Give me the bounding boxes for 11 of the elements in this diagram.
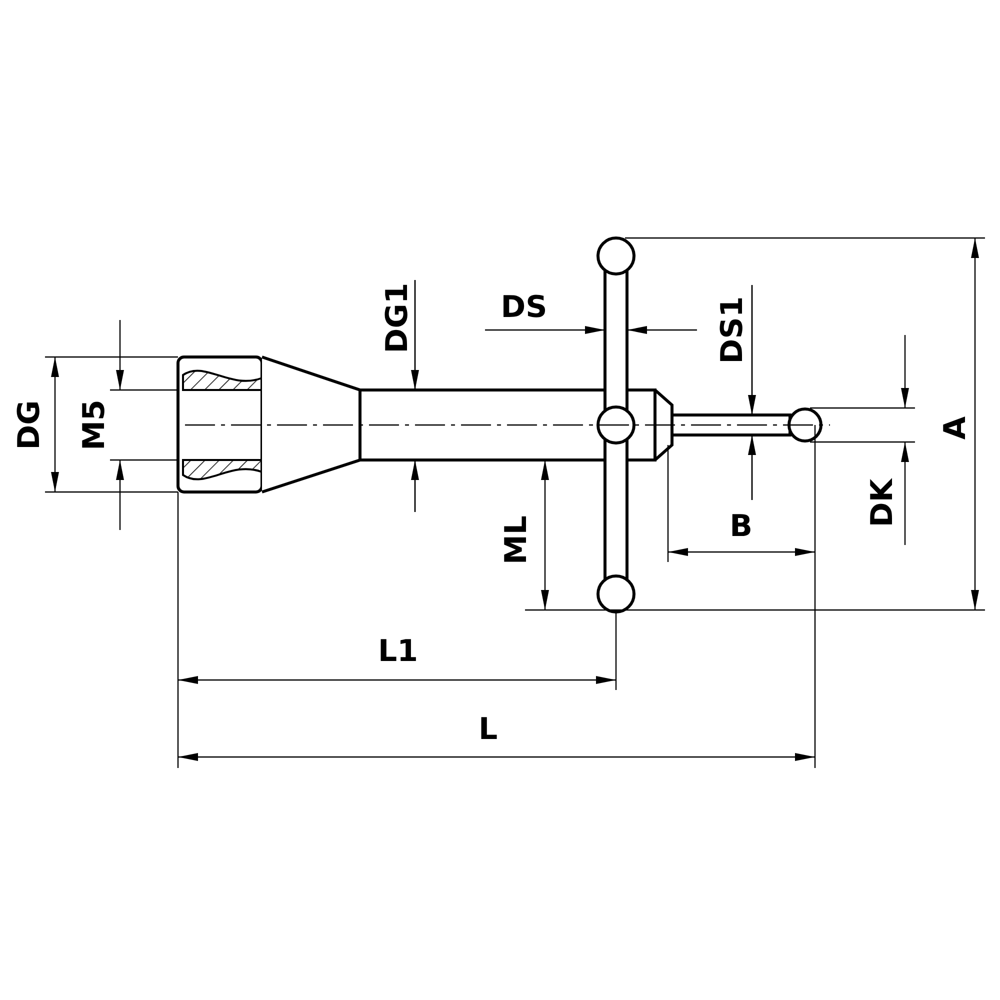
dimension-label: B xyxy=(730,512,752,542)
dimension-label: L xyxy=(478,715,498,745)
dimension-label: DS1 xyxy=(718,296,748,364)
dimension-label: A xyxy=(941,416,971,440)
dimension-label: DG xyxy=(15,400,45,450)
dimension-label: DG1 xyxy=(383,282,413,354)
dimension-label: ML xyxy=(502,516,532,564)
dimension-label: L1 xyxy=(378,637,418,667)
dimension-label: DK xyxy=(868,478,898,528)
dimension-label: DS xyxy=(500,293,548,323)
dimension-label: M5 xyxy=(80,400,110,450)
